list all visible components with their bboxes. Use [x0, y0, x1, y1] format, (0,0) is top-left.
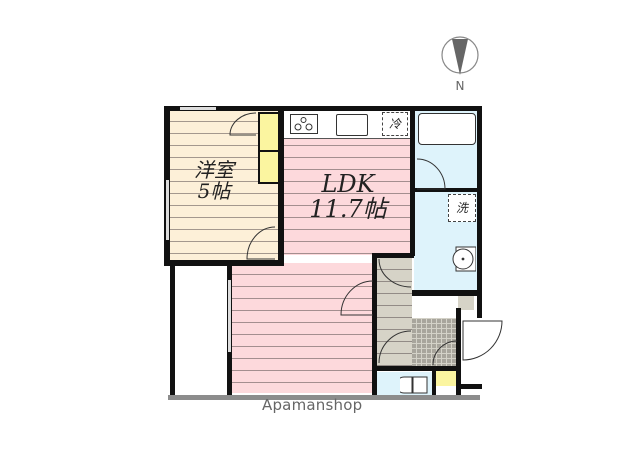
wall	[372, 253, 414, 258]
wall	[412, 188, 480, 192]
wall	[432, 370, 436, 396]
entrance	[412, 318, 458, 368]
wall	[456, 308, 461, 398]
base-line	[168, 395, 480, 400]
western-room-name: 洋室	[194, 158, 234, 182]
fridge-space: 冷	[382, 112, 408, 136]
watermark: Apamanshop	[262, 396, 363, 414]
sink	[336, 114, 368, 136]
door-swing-icon	[246, 226, 276, 260]
bathtub	[418, 113, 476, 145]
ldk-name: LDK	[321, 170, 375, 198]
ldk-room-lower	[232, 263, 374, 393]
compass: N	[440, 33, 480, 93]
stove-icon	[290, 114, 318, 134]
ldk-label: LDK 11.7帖	[286, 170, 410, 224]
ldk-size: 11.7帖	[309, 195, 387, 224]
door-swing-icon	[378, 330, 412, 364]
washer-space: 洗	[448, 194, 476, 222]
toilet-icon	[400, 376, 428, 394]
fridge-label: 冷	[388, 117, 401, 131]
door-swing-icon	[432, 340, 458, 366]
door-swing-icon	[340, 280, 374, 316]
window	[180, 107, 216, 110]
window	[166, 180, 169, 240]
door-swing-icon	[378, 258, 412, 288]
door-swing-icon	[229, 112, 257, 136]
wall	[372, 253, 377, 395]
storage-room	[376, 258, 412, 366]
window	[228, 280, 231, 352]
entrance-door-icon[interactable]	[462, 320, 504, 362]
western-room-size: 5帖	[197, 179, 231, 203]
wash-basin-icon	[452, 246, 476, 272]
wall	[278, 106, 284, 266]
meter-box	[458, 296, 474, 310]
compass-label: N	[455, 79, 465, 93]
hall-storage	[174, 265, 228, 393]
door-swing-icon	[416, 158, 446, 190]
toilet-closet	[436, 370, 460, 386]
wall	[164, 106, 482, 111]
wall	[170, 263, 175, 395]
washer-label: 洗	[455, 201, 468, 215]
north-arrow-icon	[441, 36, 479, 75]
shoe-box	[414, 296, 458, 314]
wall	[456, 384, 482, 389]
wall	[477, 106, 482, 318]
wall	[412, 290, 480, 296]
wall	[170, 260, 282, 266]
western-room-label: 洋室 5帖	[174, 160, 254, 202]
wall	[374, 366, 460, 371]
wall	[410, 106, 415, 256]
floor-plan: 冷 洗	[160, 100, 510, 410]
